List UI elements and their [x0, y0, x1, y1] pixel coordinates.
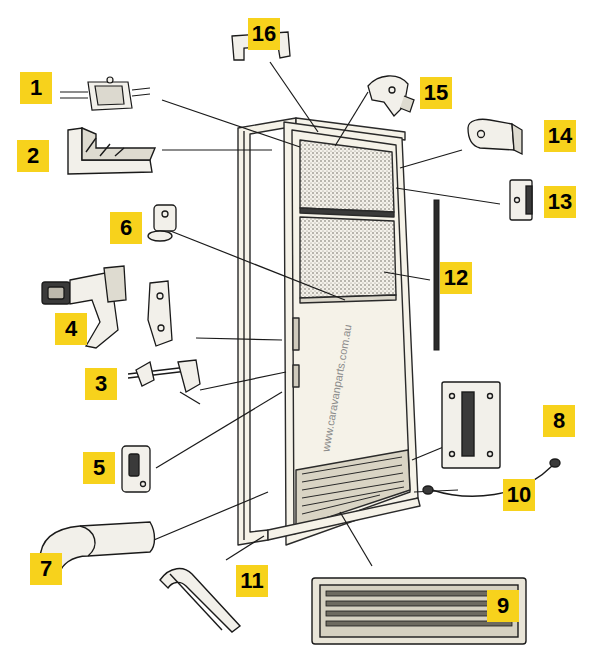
callout-number: 7 — [30, 553, 62, 585]
latch-plate — [293, 365, 299, 387]
lock-plate — [293, 318, 299, 350]
callout-number: 2 — [17, 140, 49, 172]
callout-number: 14 — [544, 120, 576, 152]
part-seal-strip — [160, 569, 240, 632]
callout-number: 4 — [55, 313, 87, 345]
part-catch — [510, 180, 532, 220]
callout-number: 9 — [487, 590, 519, 622]
part-strike-plate — [122, 446, 150, 492]
callout-number: 1 — [20, 72, 52, 104]
callout-number: 13 — [544, 186, 576, 218]
callout-number: 6 — [110, 212, 142, 244]
callout-number: 5 — [83, 452, 115, 484]
callout-number: 16 — [248, 18, 280, 50]
callout-number: 10 — [503, 479, 535, 511]
part-cable — [423, 459, 560, 496]
door-panel — [284, 122, 418, 545]
part-hinge — [442, 382, 500, 468]
part-lock — [42, 266, 172, 348]
part-bracket — [468, 119, 522, 154]
frame-inner-line — [243, 131, 244, 540]
callout-number: 15 — [420, 77, 452, 109]
part-wiring-block — [60, 77, 150, 110]
callout-number: 3 — [85, 368, 117, 400]
lower-window — [300, 217, 396, 298]
callout-number: 8 — [543, 405, 575, 437]
callout-number: 12 — [440, 262, 472, 294]
screen-window — [300, 140, 394, 212]
part-door-stop — [148, 205, 176, 241]
part-vent-grille — [312, 578, 526, 644]
panel-rail — [300, 295, 396, 303]
part-latch-rod — [128, 360, 200, 404]
part-weather-strip — [434, 200, 439, 350]
watermark: www.caravanparts.com.au — [319, 323, 353, 452]
leader-lines — [142, 62, 500, 566]
part-hook — [368, 76, 414, 116]
callout-number: 11 — [236, 565, 268, 597]
part-corner-bracket — [68, 128, 155, 174]
door-inner-line — [292, 130, 410, 534]
window-bar — [300, 208, 394, 217]
